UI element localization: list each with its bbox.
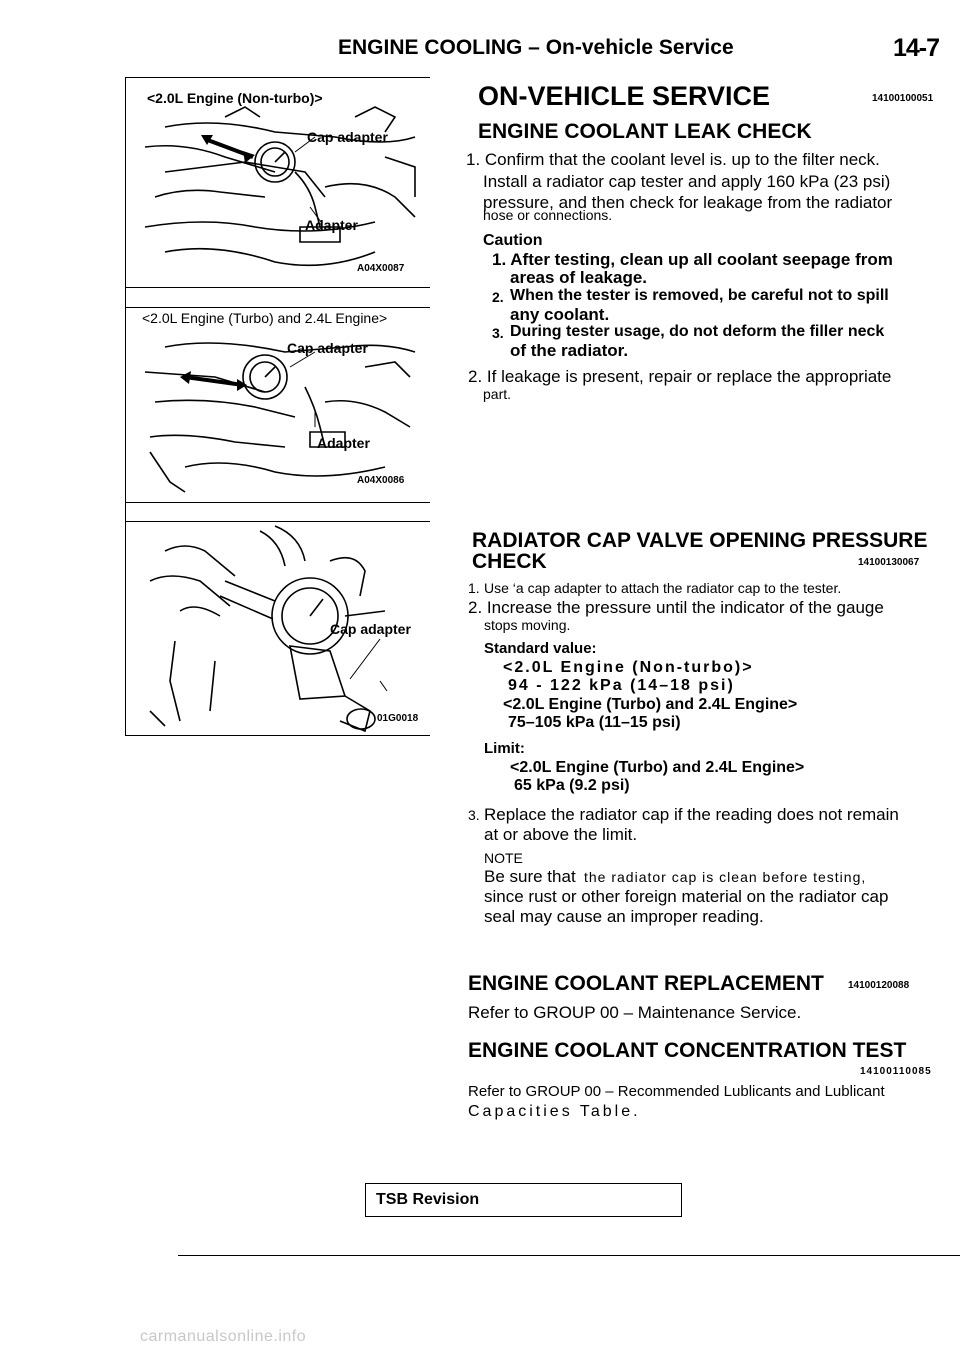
limit-label: Limit:	[484, 740, 525, 757]
caution-item-3-number: 3.	[492, 325, 504, 341]
limit-spec: <2.0L Engine (Turbo) and 2.4L Engine>	[510, 759, 805, 776]
figure-code: 01G0018	[377, 713, 419, 724]
figure-code: A04X0086	[357, 475, 405, 486]
watermark: carmanualsonline.info	[140, 1328, 307, 1345]
standard-value-spec: <2.0L Engine (Non-turbo)>	[503, 659, 754, 676]
caution-item-1-cont: areas of leakage.	[510, 268, 648, 287]
note-label: NOTE	[484, 850, 523, 866]
heading-coolant-replacement: ENGINE COOLANT REPLACEMENT	[468, 972, 824, 995]
callout-adapter: Adapter	[317, 435, 370, 451]
figure-radiator-cap-tester-turbo: <2.0L Engine (Turbo) and 2.4L Engine>	[125, 307, 430, 502]
heading-concentration-test: ENGINE COOLANT CONCENTRATION TEST	[468, 1039, 907, 1062]
page-title: ENGINE COOLING – On-vehicle Service	[338, 36, 734, 59]
callout-cap-adapter: Cap adapter	[287, 340, 368, 356]
figure-rule	[125, 521, 430, 522]
section-code: 14100120088	[848, 980, 910, 991]
tsb-revision-label: TSB Revision	[376, 1191, 480, 1208]
cap-step-1: Use ‘a cap adapter to attach the radiato…	[484, 580, 842, 596]
leak-step-2: 2. If leakage is present, repair or repl…	[468, 367, 892, 386]
section-code: 14100130067	[858, 557, 920, 568]
leak-step-1-cont: hose or connections.	[483, 207, 613, 223]
leak-step-1-cont: pressure, and then check for leakage fro…	[483, 193, 893, 212]
caution-item-2-number: 2.	[492, 289, 504, 305]
note-text-cont: since rust or other foreign material on …	[484, 887, 889, 906]
engine-illustration	[144, 106, 416, 267]
footer-rule	[178, 1255, 960, 1256]
page-header: ENGINE COOLING – On-vehicle Service 14-7	[0, 34, 960, 64]
figure-rule	[125, 502, 430, 503]
section-title-on-vehicle-service: ON-VEHICLE SERVICE	[478, 81, 771, 111]
standard-value-label: Standard value:	[484, 640, 597, 657]
caution-item-3: During tester usage, do not deform the f…	[510, 323, 885, 340]
callout-adapter: Adapter	[305, 217, 358, 233]
callout-cap-adapter: Cap adapter	[330, 621, 411, 637]
engine-illustration	[144, 342, 416, 493]
figure-code: A04X0087	[357, 263, 405, 274]
figure-cap-adapter-assembly: Cap adapter 01G0018	[125, 521, 430, 735]
section-code: 14100110085	[860, 1066, 932, 1077]
illustration-column: <2.0L Engine (Non-turbo)>	[125, 77, 430, 736]
figure-rule	[125, 77, 430, 78]
heading-leak-check: ENGINE COOLANT LEAK CHECK	[478, 120, 812, 143]
figure-label: <2.0L Engine (Turbo) and 2.4L Engine>	[142, 310, 388, 326]
figure-rule	[125, 287, 430, 288]
figure-radiator-cap-tester-non-turbo: <2.0L Engine (Non-turbo)>	[125, 77, 430, 287]
callout-cap-adapter: Cap adapter	[307, 129, 388, 145]
cap-step-2-cont: stops moving.	[484, 617, 571, 633]
note-text-cont: seal may cause an improper reading.	[484, 907, 764, 926]
caution-item-1: 1. After testing, clean up all coolant s…	[492, 250, 893, 269]
figure-label: <2.0L Engine (Non-turbo)>	[147, 90, 323, 106]
limit-spec: 65 kPa (9.2 psi)	[514, 777, 630, 794]
page-number: 14-7	[893, 34, 940, 62]
standard-value-spec: <2.0L Engine (Turbo) and 2.4L Engine>	[503, 696, 798, 713]
tsb-revision-box: TSB Revision	[365, 1183, 682, 1217]
standard-value-spec: 75–105 kPa (11–15 psi)	[508, 714, 681, 731]
caution-item-3-cont: of the radiator.	[510, 341, 629, 360]
cap-step-2: 2. Increase the pressure until the indic…	[468, 598, 884, 617]
cap-step-3: Replace the radiator cap if the reading …	[484, 805, 899, 824]
leak-step-1-cont: Install a radiator cap tester and apply …	[483, 172, 891, 191]
caution-item-2-cont: any coolant.	[510, 305, 610, 324]
replacement-reference: Refer to GROUP 00 – Maintenance Service.	[468, 1003, 802, 1022]
leak-step-1: 1. Confirm that the coolant level is. up…	[466, 150, 880, 169]
leak-step-2-cont: part.	[483, 386, 512, 402]
concentration-reference-cont: Capacities Table.	[468, 1103, 641, 1120]
cap-tester-illustration	[149, 525, 388, 733]
standard-value-spec: 94 - 122 kPa (14–18 psi)	[508, 677, 735, 694]
heading-cap-check: RADIATOR CAP VALVE OPENING PRESSURE	[472, 529, 928, 552]
cap-step-1-number: 1.	[468, 580, 480, 596]
section-code: 14100100051	[872, 93, 934, 104]
figure-rule	[125, 735, 430, 736]
note-text-cont: the radiator cap is clean before testing…	[584, 869, 867, 885]
figure-rule	[125, 307, 430, 308]
cap-step-3-cont: at or above the limit.	[484, 825, 638, 844]
heading-cap-check-cont: CHECK	[472, 550, 547, 573]
note-text: Be sure that	[484, 867, 576, 886]
caution-label: Caution	[483, 232, 543, 249]
caution-item-2: When the tester is removed, be careful n…	[510, 287, 889, 304]
cap-step-3-number: 3.	[468, 807, 480, 823]
concentration-reference: Refer to GROUP 00 – Recommended Lublican…	[468, 1083, 885, 1100]
column-divider	[125, 77, 126, 735]
